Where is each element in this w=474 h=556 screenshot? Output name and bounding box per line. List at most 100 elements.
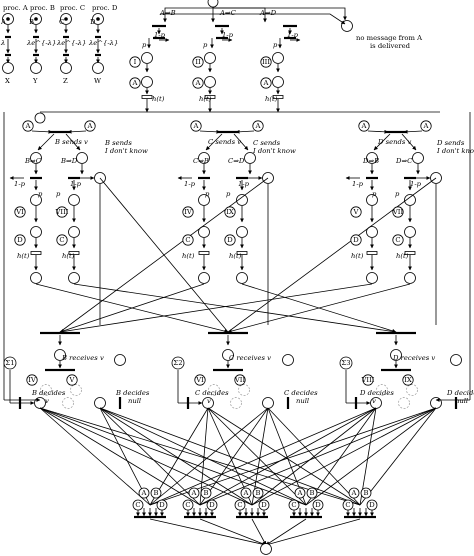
arc <box>233 133 249 151</box>
token-label: A <box>132 79 138 87</box>
mid-d-b: D⇒C <box>395 157 413 165</box>
token-place <box>66 374 78 386</box>
wait-place <box>272 76 284 88</box>
arc <box>205 133 223 151</box>
legend-rate-b: λe^{-λ} <box>26 39 56 47</box>
mid-d-dk: D sends <box>436 139 465 147</box>
arc <box>199 407 377 506</box>
p-place <box>141 52 153 64</box>
arc <box>39 407 307 506</box>
mid-c-dk: C sends <box>253 139 281 147</box>
arc <box>403 129 423 134</box>
token-label: D <box>353 236 359 244</box>
recv-b-decn2: null <box>128 397 141 405</box>
token-label: D <box>17 236 23 244</box>
token-place <box>182 206 194 218</box>
token-dot <box>64 17 68 21</box>
place <box>404 226 416 238</box>
token-label: C <box>185 236 190 244</box>
mid-h-6: h(t) <box>396 252 409 260</box>
token-place <box>392 206 404 218</box>
mid-h-5: h(t) <box>351 252 364 260</box>
arc <box>149 407 269 506</box>
no-message-text-2: is delivered <box>370 42 411 50</box>
recv-d-decn: D decides <box>446 389 474 397</box>
arc <box>65 133 81 151</box>
timed-transition <box>30 251 42 255</box>
send-place <box>366 152 378 164</box>
transition <box>5 35 11 39</box>
token-label: B <box>310 489 315 497</box>
dashed-place <box>62 397 74 409</box>
recv-d-decv2: v <box>372 397 376 405</box>
recv-b-decv: B decides <box>31 389 66 397</box>
legend-out-d: W <box>94 77 101 85</box>
token-place <box>56 206 68 218</box>
token-label: B <box>256 489 261 497</box>
token-place <box>339 356 353 370</box>
transition <box>33 35 39 39</box>
decide-null-place <box>262 397 274 409</box>
token-place <box>200 487 212 499</box>
recv-d-decn2: null <box>455 397 468 405</box>
place <box>30 226 42 238</box>
token-label: A <box>191 489 197 497</box>
transition <box>95 35 101 39</box>
token-place <box>360 487 372 499</box>
top-fail-2: 1-p <box>222 31 234 39</box>
recv-b-decn: B decides <box>115 389 150 397</box>
arc <box>199 407 437 506</box>
mid-c-b: C⇒D <box>228 157 245 165</box>
transition <box>33 53 39 57</box>
mid-c-sends-v: C sends v <box>208 138 241 146</box>
place <box>68 226 80 238</box>
mid-fail-6: 1-p <box>410 180 422 188</box>
token-place <box>188 487 200 499</box>
place <box>198 226 210 238</box>
arc <box>39 407 151 506</box>
token-place <box>362 374 374 386</box>
dashed-place <box>398 397 410 409</box>
place <box>68 194 80 206</box>
token-place <box>240 487 252 499</box>
token-place <box>224 206 236 218</box>
transition <box>404 176 416 180</box>
mid-fail-3: 1-p <box>352 180 364 188</box>
arc <box>251 518 267 546</box>
arc <box>401 133 417 151</box>
transition <box>5 53 11 57</box>
decide-null-place <box>430 397 442 409</box>
legend-out-place <box>30 62 42 74</box>
token-label: D <box>315 501 321 509</box>
token-place <box>306 487 318 499</box>
receive-transition <box>208 331 248 335</box>
arc <box>207 407 361 506</box>
mid-b-a: B⇒C <box>24 157 42 165</box>
token-label: A <box>243 489 249 497</box>
timed-transition <box>236 251 248 255</box>
token-label: Σ2 <box>173 359 182 367</box>
token-place <box>366 499 378 511</box>
token-place <box>150 487 162 499</box>
timed-transition <box>272 95 284 99</box>
mid-p-2: p <box>56 190 61 198</box>
arc <box>59 283 373 334</box>
mid-b-b: B⇒D <box>60 157 78 165</box>
transition <box>198 176 210 180</box>
arc <box>163 7 213 23</box>
legend-rate-a: λ <box>0 39 5 47</box>
token-label: A <box>263 79 269 87</box>
recv-c-decn2: null <box>296 397 309 405</box>
place <box>198 272 210 284</box>
mid-d-sends-v: D sends v <box>377 138 411 146</box>
token-label: C <box>345 501 350 509</box>
token-dot <box>96 17 100 21</box>
dashed-place <box>238 384 250 396</box>
recv-side <box>450 354 462 366</box>
arc <box>373 133 391 151</box>
arc <box>73 283 397 334</box>
legend-rate-d: λe^{-λ} <box>88 39 118 47</box>
final-transition <box>344 515 376 519</box>
token-place <box>402 374 414 386</box>
